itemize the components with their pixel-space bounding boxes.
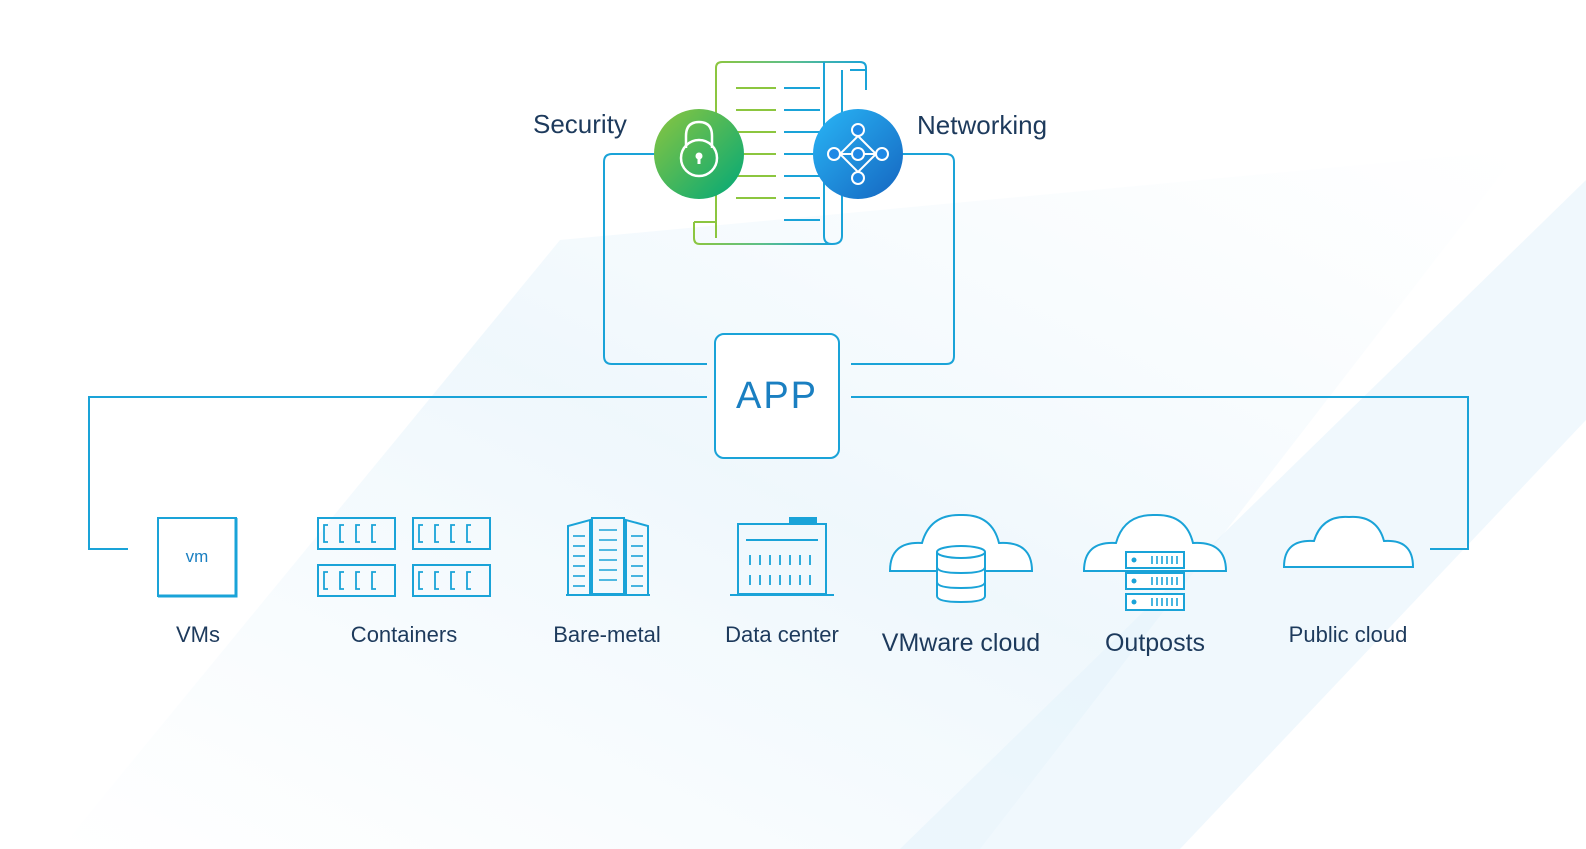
public-cloud-label: Public cloud (1288, 622, 1408, 647)
security-label: Security (533, 109, 627, 139)
data-center-icon (730, 517, 834, 596)
vmware-cloud-icon (888, 513, 1034, 604)
connector-lines (88, 153, 1469, 550)
vms-label: VMs (176, 622, 220, 647)
outposts-label: Outposts (1104, 629, 1206, 657)
data-center-label: Data center (725, 622, 839, 647)
containers-icon (317, 517, 491, 597)
security-connector (603, 153, 707, 365)
outposts-icon (1082, 513, 1228, 611)
containers-label: Containers (350, 622, 458, 647)
background-streaks (60, 150, 1586, 849)
security-lock-icon (654, 109, 744, 199)
networking-connector (851, 153, 955, 365)
app-label: APP (735, 374, 819, 417)
vm-icon: vm (157, 517, 238, 598)
left-bus-connector (88, 396, 707, 550)
bare-metal-icon (566, 517, 650, 596)
vmware-cloud-label: VMware cloud (881, 629, 1041, 657)
bare-metal-label: Bare-metal (553, 622, 661, 647)
policy-document-icon (693, 61, 867, 246)
networking-label: Networking (917, 110, 1048, 140)
app-box: APP (714, 333, 840, 459)
vm-badge-text: vm (186, 547, 209, 566)
public-cloud-icon (1282, 515, 1415, 568)
right-bus-connector (851, 396, 1469, 550)
networking-icon (813, 109, 903, 199)
